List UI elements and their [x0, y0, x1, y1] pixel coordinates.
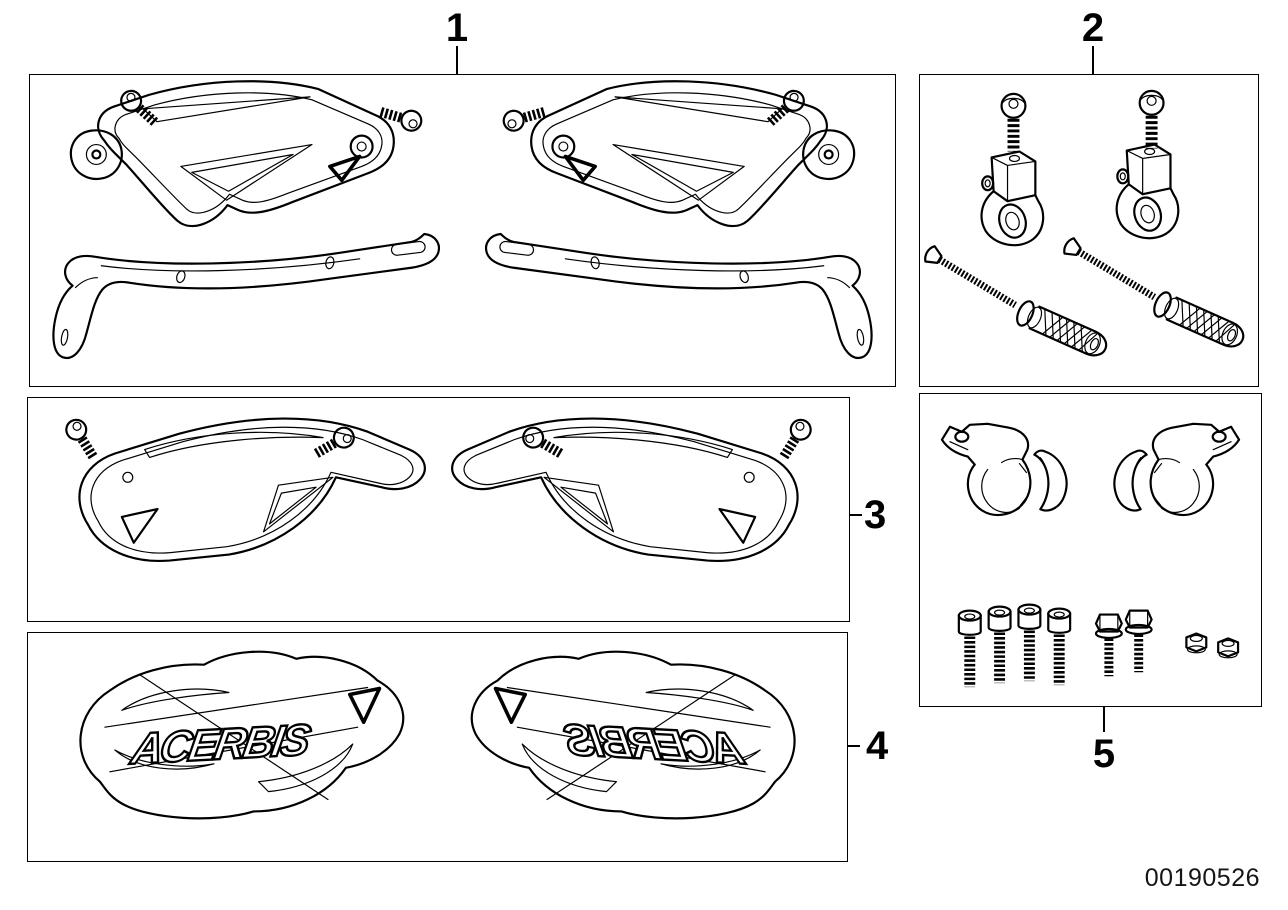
flange-nut-icon [1217, 637, 1240, 659]
parts-box-2 [919, 74, 1259, 387]
acerbis-spoiler-right-icon [470, 649, 797, 821]
callout-4-line [847, 745, 860, 747]
parts-box-1 [29, 74, 896, 387]
callout-3-label: 3 [864, 493, 887, 537]
bar-clamp-block-icon [980, 150, 1045, 247]
button-screw-icon [1140, 91, 1164, 149]
handlebar-clamp-right-icon [1113, 422, 1241, 517]
handguard-frame-right-icon [486, 81, 871, 358]
callout-4-label: 4 [866, 724, 889, 768]
handguard-frame-kit-icon [30, 75, 895, 386]
knurled-grip-sleeve-icon [1012, 297, 1112, 362]
socket-bolt-icon [1018, 605, 1040, 682]
parts-box-3 [27, 397, 850, 622]
socket-bolt-icon [959, 611, 981, 688]
callout-5-label: 5 [1092, 732, 1116, 776]
knurled-grip-sleeve-icon [1149, 288, 1249, 353]
handguard-shell-pair-icon [28, 398, 849, 621]
handguard-shell-right-icon [452, 416, 814, 561]
callout-2-label: 2 [1081, 6, 1105, 50]
acerbis-spoiler-pair-icon: ACERBIS [78, 649, 797, 821]
bar-clamp-block-icon [1115, 143, 1180, 240]
callout-2-line [1092, 46, 1094, 74]
flange-bolt-icon [1126, 611, 1152, 673]
callout-1-label: 1 [445, 6, 469, 50]
callout-5-line [1103, 707, 1105, 732]
long-countersunk-bolt-icon [1062, 237, 1159, 305]
parts-box-5 [919, 393, 1262, 707]
socket-bolt-icon [1048, 609, 1070, 686]
parts-box-4: ACERBIS [27, 632, 848, 862]
clamp-and-bolt-set-icon [940, 422, 1241, 706]
socket-bolt-icon [989, 607, 1011, 684]
callout-3-line [849, 514, 862, 516]
flange-nut-icon [1185, 632, 1208, 654]
mounting-hardware-kit-icon [920, 75, 1249, 362]
long-countersunk-bolt-icon [923, 244, 1020, 312]
flange-bolt-icon [1096, 615, 1122, 677]
button-screw-icon [1002, 94, 1026, 152]
callout-1-line [456, 46, 458, 74]
doc-number: 00190526 [1144, 864, 1260, 892]
